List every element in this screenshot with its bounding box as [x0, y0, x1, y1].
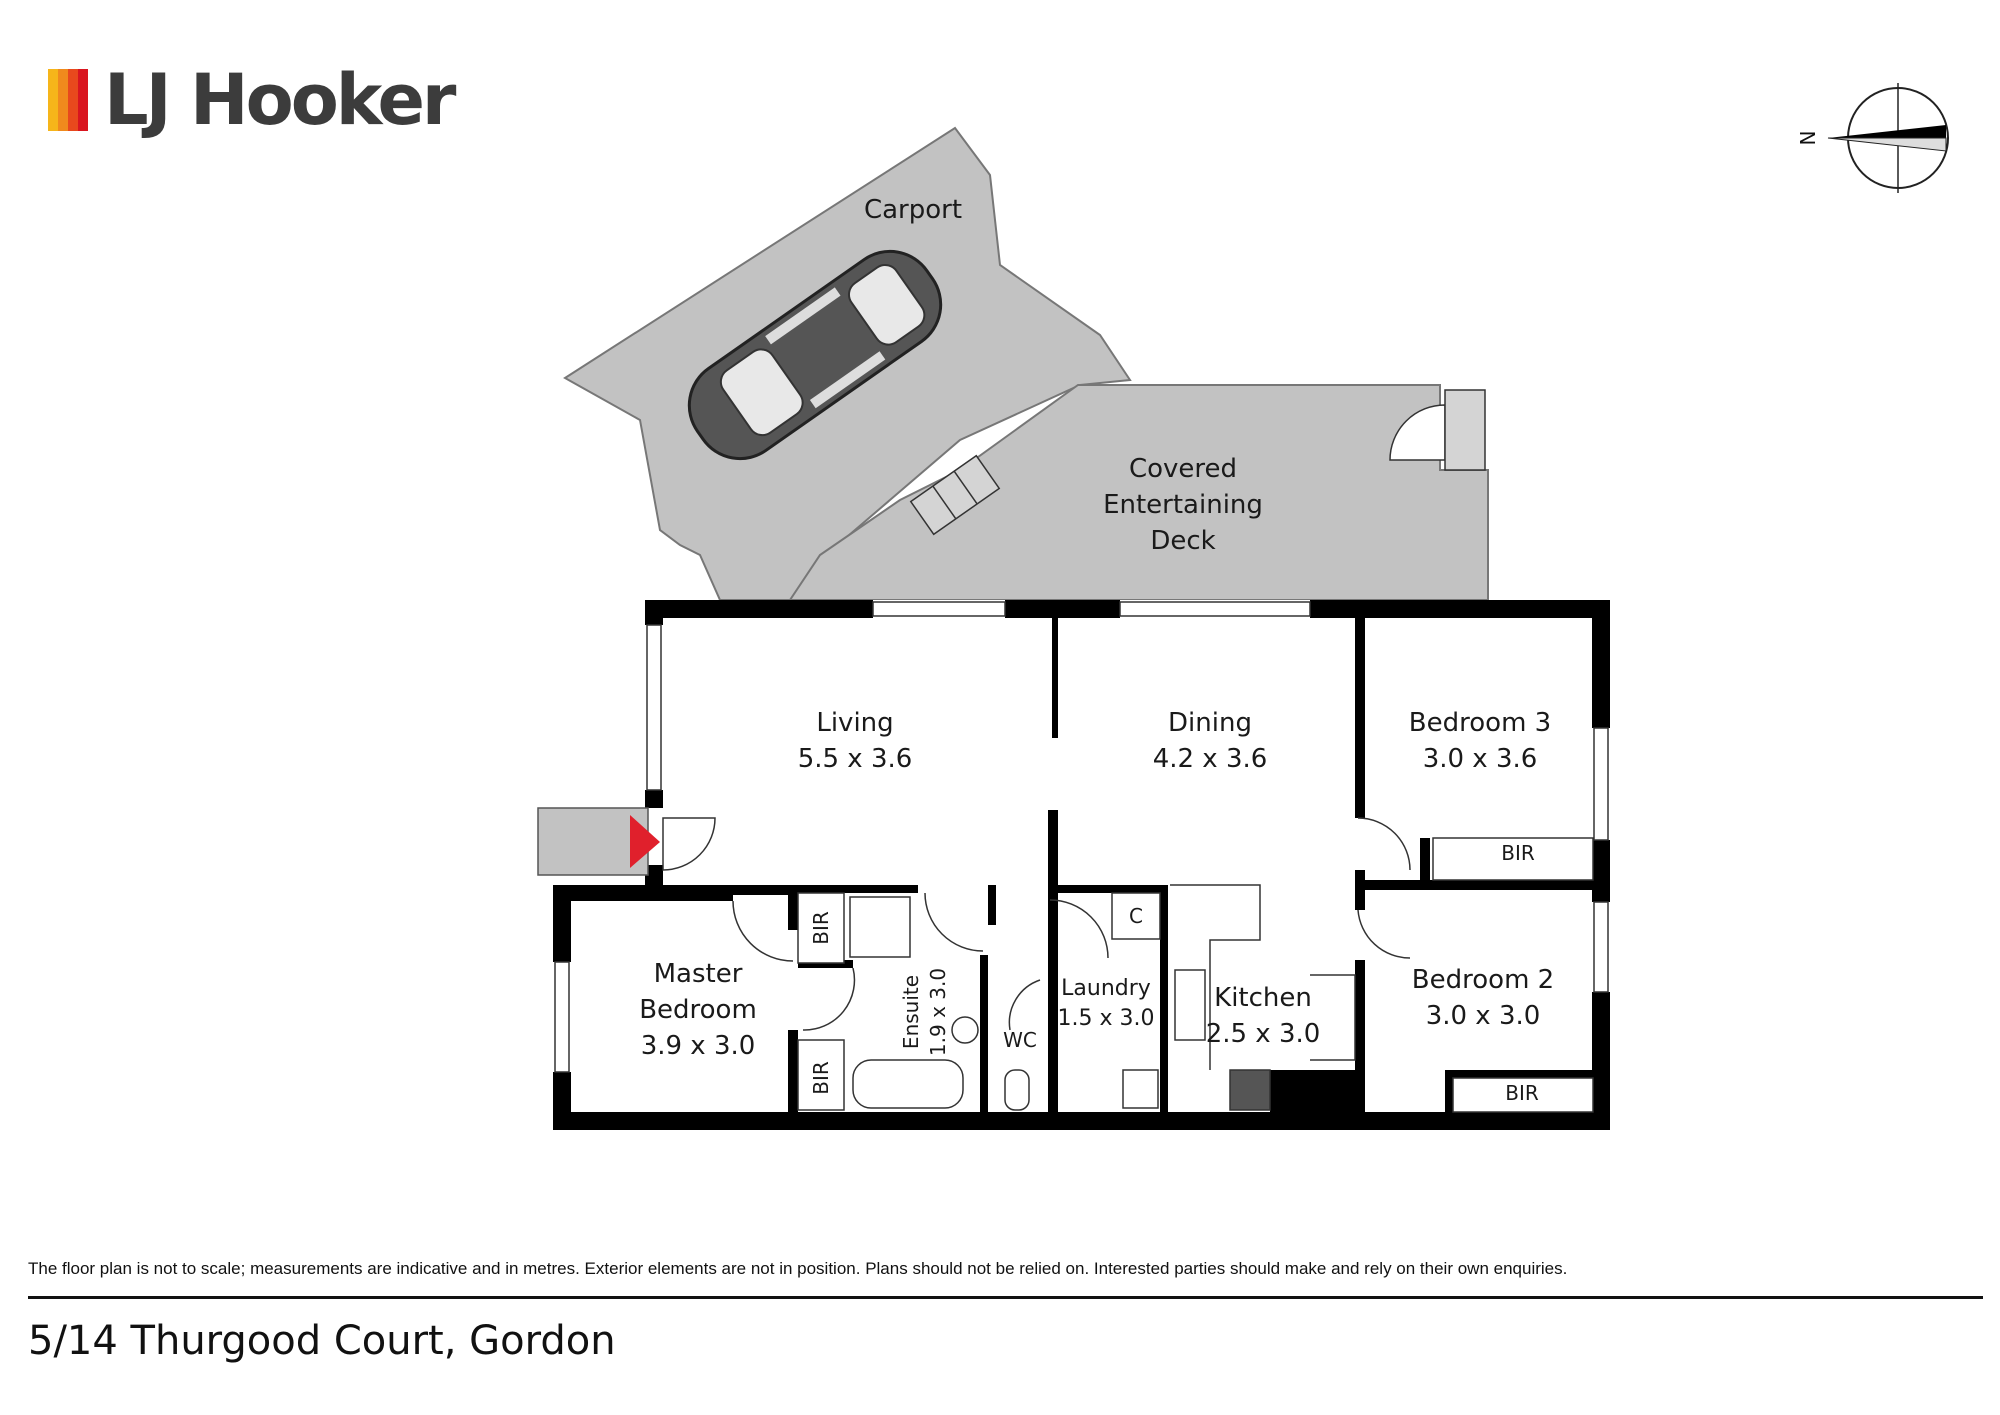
cooktop-icon [1229, 1069, 1271, 1111]
master-bir-top-outline [797, 892, 845, 964]
door-swings [662, 817, 1411, 1031]
steps [909, 454, 1001, 536]
ensuite-dimensions: 1.9 x 3.0 [926, 968, 950, 1056]
living-label: Living [816, 708, 893, 738]
footer-divider [28, 1296, 1983, 1299]
brand-name: LJ Hooker [104, 59, 456, 141]
compass-icon [1827, 83, 1949, 193]
master-dimensions: 3.9 x 3.0 [641, 1031, 756, 1061]
bedroom3-bir-label: BIR [1501, 841, 1535, 865]
kitchen-sink-icon [1174, 969, 1206, 1041]
bed2-bir-outline [1452, 1077, 1594, 1113]
bedroom2-dimensions: 3.0 x 3.0 [1426, 1001, 1541, 1031]
entry-arrow-icon [630, 815, 660, 868]
dining-label: Dining [1168, 708, 1252, 738]
outer-walls [553, 600, 1610, 1130]
dining-dimensions: 4.2 x 3.6 [1153, 744, 1268, 774]
master-bir-top-label: BIR [809, 911, 833, 945]
brand-logo: LJ Hooker [48, 55, 456, 145]
toilet-icon [1004, 1069, 1030, 1111]
master-bir-bottom-label: BIR [809, 1061, 833, 1095]
deck-side-steps [1444, 389, 1486, 471]
deck-label-line1: Covered [1129, 454, 1237, 484]
bedroom3-dimensions: 3.0 x 3.6 [1423, 744, 1538, 774]
disclaimer-text: The floor plan is not to scale; measurem… [28, 1259, 1568, 1278]
bedroom2-bir-label: BIR [1505, 1081, 1539, 1105]
car-icon [687, 249, 943, 461]
master-bir-bottom-outline [797, 1039, 845, 1111]
cupboard-outline [1111, 892, 1161, 940]
property-address: 5/14 Thurgood Court, Gordon [28, 1318, 616, 1364]
shower-icon [849, 896, 911, 958]
cupboard-label: C [1129, 904, 1143, 928]
windows [554, 601, 1609, 1073]
bedroom3-label: Bedroom 3 [1409, 708, 1551, 738]
carport-label: Carport [864, 195, 962, 225]
laundry-dimensions: 1.5 x 3.0 [1058, 1006, 1155, 1031]
bedroom2-label: Bedroom 2 [1412, 965, 1554, 995]
master-label-line1: Master [654, 959, 743, 989]
deck-door-swing [1389, 404, 1446, 461]
interior-walls [733, 618, 1592, 1112]
kitchen-label: Kitchen [1214, 983, 1312, 1013]
wc-label: WC [1003, 1028, 1037, 1052]
laundry-label: Laundry [1061, 976, 1151, 1001]
bath-icon [852, 1059, 964, 1109]
deck-label-line2: Entertaining [1103, 490, 1263, 520]
deck-label-line3: Deck [1150, 526, 1215, 556]
ensuite-label: Ensuite [899, 975, 923, 1049]
entry-steps [537, 807, 649, 876]
living-dimensions: 5.5 x 3.6 [798, 744, 913, 774]
kitchen-dimensions: 2.5 x 3.0 [1206, 1019, 1321, 1049]
fixtures [797, 837, 1594, 1113]
laundry-tub-icon [1122, 1069, 1159, 1109]
brand-bars-icon [48, 69, 88, 131]
bed3-bir-outline [1432, 837, 1594, 881]
compass-north-label: N [1796, 131, 1820, 146]
master-label-line2: Bedroom [639, 995, 757, 1025]
basin-icon [951, 1016, 979, 1044]
